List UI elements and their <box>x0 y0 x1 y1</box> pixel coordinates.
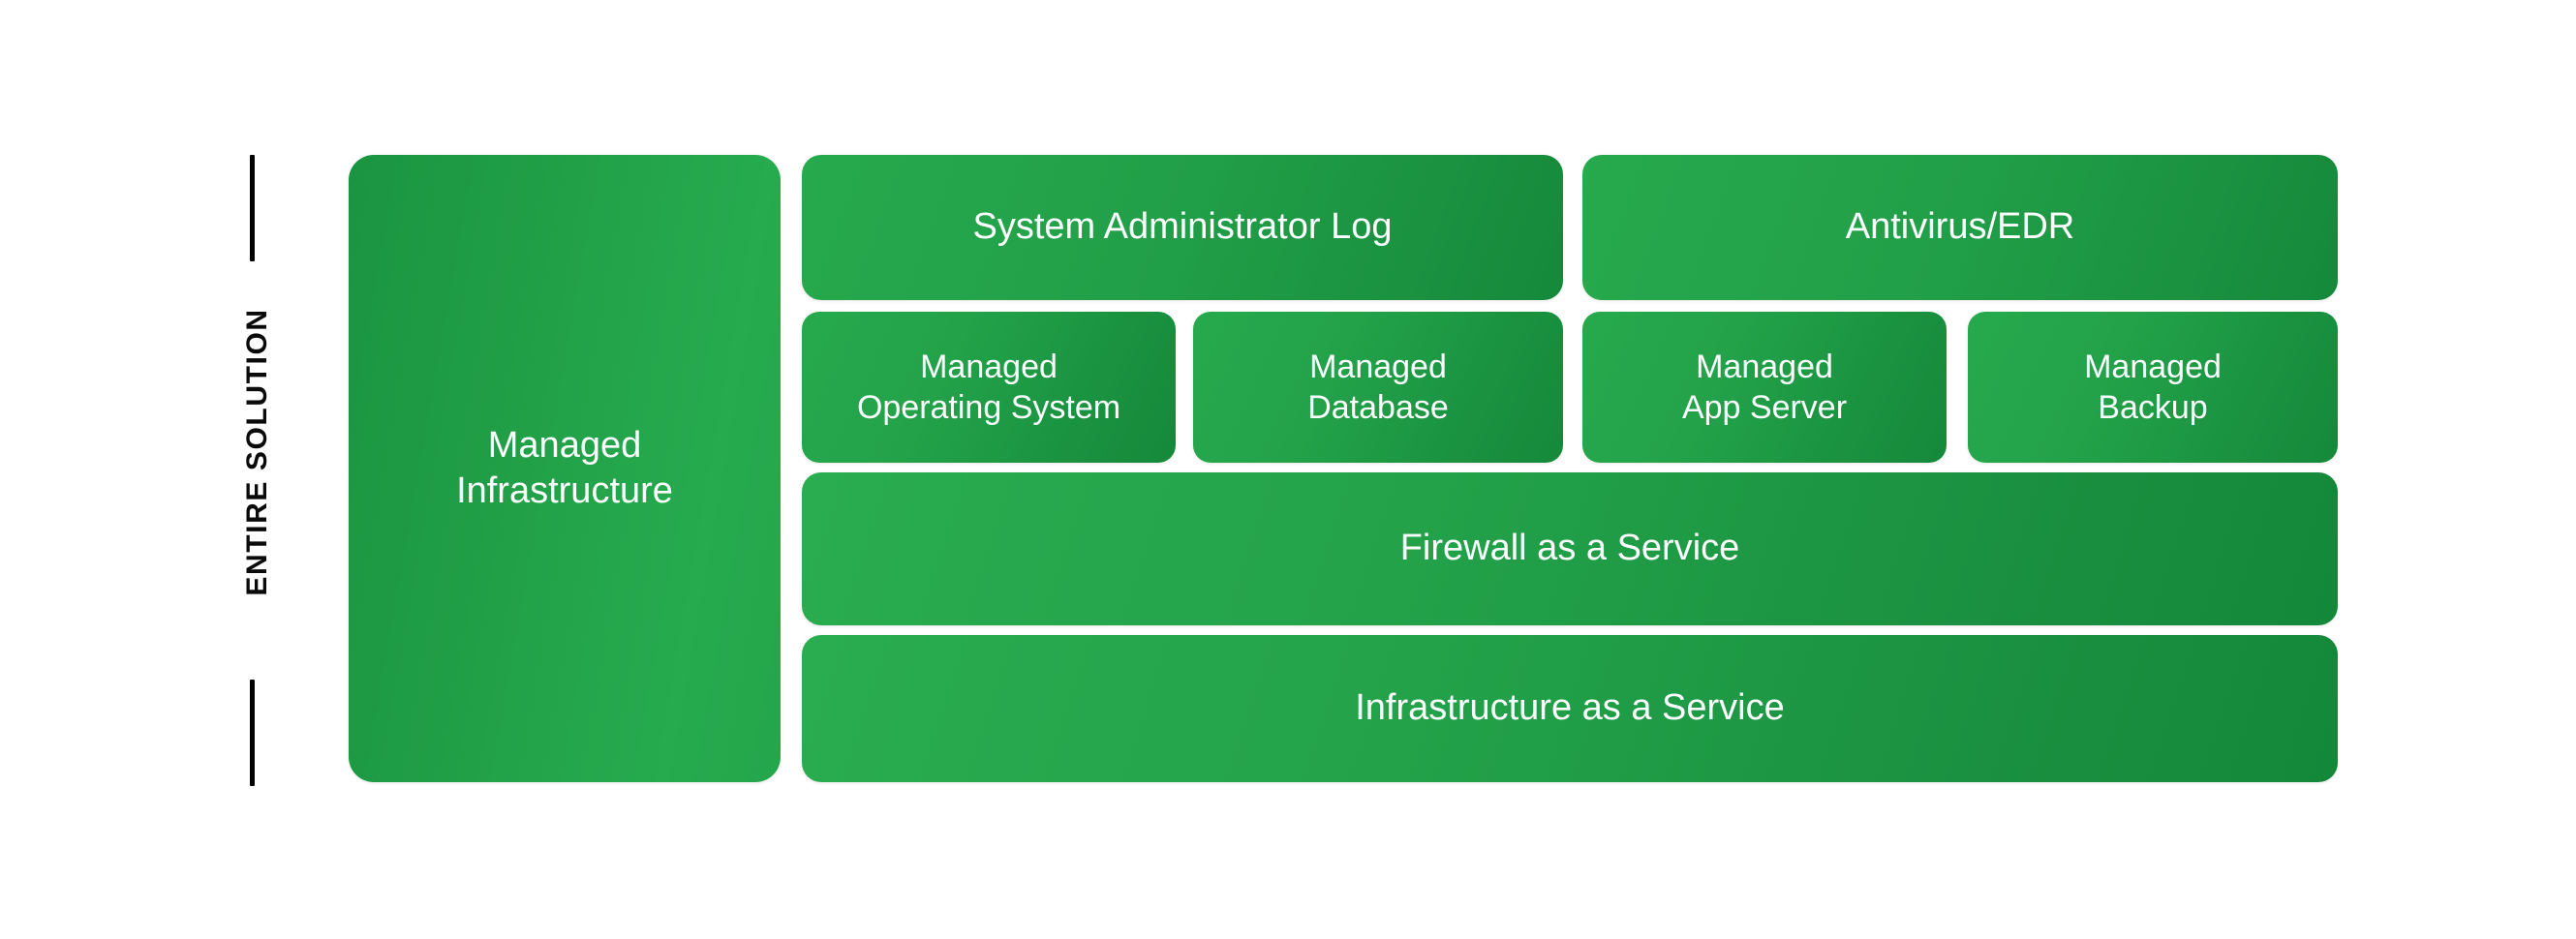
card-managed-infrastructure-label: Managed Infrastructure <box>456 423 673 514</box>
card-managed-app-server-line1: Managed <box>1696 348 1833 385</box>
card-system-administrator-log-label: System Administrator Log <box>972 206 1393 248</box>
card-managed-operating-system-label: Managed Operating System <box>857 347 1120 428</box>
card-managed-infrastructure-line2: Infrastructure <box>456 470 673 511</box>
entire-solution-axis: ENTIRE SOLUTION <box>221 145 289 794</box>
card-managed-backup[interactable]: Managed Backup <box>1968 312 2338 463</box>
card-managed-backup-line2: Backup <box>2098 389 2208 426</box>
card-managed-app-server[interactable]: Managed App Server <box>1582 312 1947 463</box>
card-antivirus-edr-label: Antivirus/EDR <box>1845 206 2075 248</box>
card-managed-infrastructure-line1: Managed <box>487 424 642 466</box>
card-managed-app-server-line2: App Server <box>1681 389 1848 426</box>
card-managed-operating-system-line2: Operating System <box>856 389 1121 426</box>
card-managed-database[interactable]: Managed Database <box>1193 312 1563 463</box>
card-antivirus-edr[interactable]: Antivirus/EDR <box>1582 155 2338 300</box>
card-managed-backup-line1: Managed <box>2084 348 2222 385</box>
axis-tick-bottom-icon <box>250 680 255 786</box>
axis-tick-top-icon <box>250 155 255 261</box>
card-managed-database-label: Managed Database <box>1307 347 1449 428</box>
card-system-administrator-log[interactable]: System Administrator Log <box>802 155 1563 300</box>
card-managed-database-line1: Managed <box>1309 348 1447 385</box>
card-managed-database-line2: Database <box>1307 389 1449 426</box>
card-infrastructure-as-a-service-label: Infrastructure as a Service <box>1355 687 1785 729</box>
card-managed-app-server-label: Managed App Server <box>1682 347 1847 428</box>
card-firewall-as-a-service-label: Firewall as a Service <box>1399 528 1740 569</box>
card-managed-infrastructure[interactable]: Managed Infrastructure <box>349 155 781 782</box>
card-infrastructure-as-a-service[interactable]: Infrastructure as a Service <box>802 635 2338 782</box>
card-managed-operating-system-line1: Managed <box>920 348 1058 385</box>
card-firewall-as-a-service[interactable]: Firewall as a Service <box>802 472 2338 625</box>
axis-label-entire-solution: ENTIRE SOLUTION <box>241 308 273 596</box>
card-managed-operating-system[interactable]: Managed Operating System <box>802 312 1176 463</box>
card-managed-backup-label: Managed Backup <box>2084 347 2222 428</box>
